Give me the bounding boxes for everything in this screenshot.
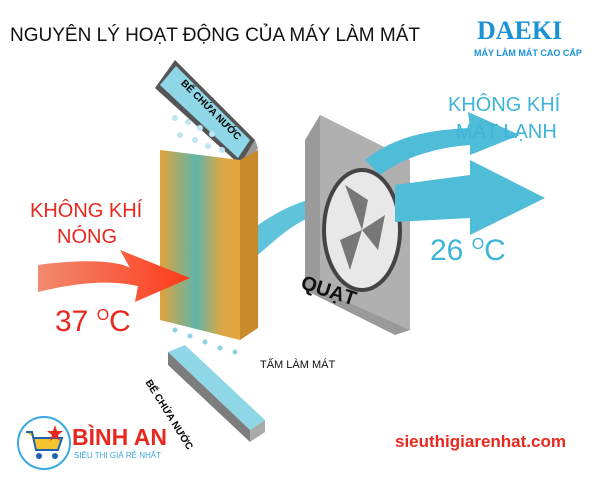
bottom-water-tank — [168, 345, 265, 442]
cold-temperature: 26 OC — [430, 234, 506, 267]
cold-air-label-1: KHÔNG KHÍ — [448, 94, 561, 116]
hot-air-label-1: KHÔNG KHÍ — [30, 200, 143, 222]
hot-temperature: 37 OC — [55, 305, 131, 338]
fan — [305, 115, 410, 335]
cold-air-label-2: MÁT LẠNH — [456, 121, 557, 143]
brand-tagline: MÁY LÀM MÁT CAO CẤP — [474, 48, 582, 58]
cooling-pad — [160, 150, 258, 340]
cold-air-arrow-right — [395, 160, 545, 235]
page-title: NGUYÊN LÝ HOẠT ĐỘNG CỦA MÁY LÀM MÁT — [10, 25, 420, 46]
water-drops-top — [172, 115, 225, 153]
cold-air-arrow-up — [365, 112, 520, 175]
store-tagline: SIÊU THỊ GIÁ RẺ NHẤT — [74, 451, 161, 460]
pad-label: TẤM LÀM MÁT — [260, 359, 336, 371]
hot-air-label-2: NÓNG — [57, 226, 117, 248]
store-logo-icon — [17, 416, 71, 470]
brand-name: DAEKI — [477, 16, 563, 45]
water-drops-bottom — [172, 327, 238, 355]
store-website: sieuthigiarenhat.com — [395, 432, 566, 451]
hot-air-arrow — [38, 250, 190, 302]
store-name: BÌNH AN — [72, 424, 167, 450]
